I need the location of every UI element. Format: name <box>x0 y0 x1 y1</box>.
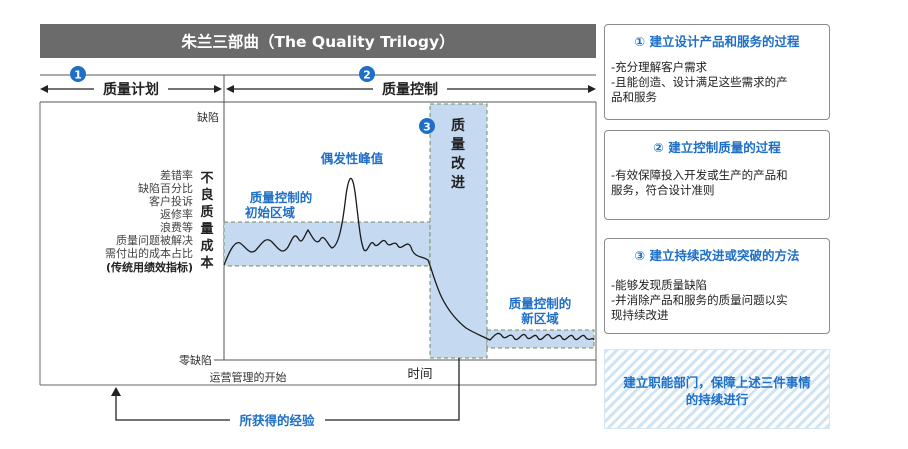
quality-cost-curve <box>223 177 595 341</box>
phase2-badge <box>359 66 375 82</box>
quality-improvement-column <box>429 103 488 359</box>
box-title: ① 建立设计产品和服务的过程 <box>634 34 800 49</box>
box-title: ③ 建立持续改进或突破的方法 <box>634 248 800 263</box>
phase1-badge <box>70 66 86 82</box>
spike-label: 偶发性峰值 <box>321 151 384 166</box>
box-line: -充分理解客户需求 <box>611 60 708 74</box>
indicator-item: 缺陷百分比 <box>138 181 193 195</box>
box-control-process: ② 建立控制质量的过程 -有效保障投入开发或生产的产品和 服务，符合设计准则 <box>604 130 830 220</box>
indicator-item: 需付出的成本占比 <box>105 246 193 260</box>
initial-control-zone <box>223 221 431 267</box>
box-line: 服务，符合设计准则 <box>611 183 715 197</box>
cost-char: 本 <box>200 255 213 271</box>
phase2-arrowhead-left <box>226 85 234 93</box>
box-line: -能够发现质量缺陷 <box>611 278 708 292</box>
box-line: -并消除产品和服务的质量问题以实 <box>611 293 788 307</box>
cost-char: 良 <box>200 187 213 203</box>
box-line: 现持续改进 <box>611 308 669 322</box>
improvement-char: 质 <box>451 117 465 134</box>
y-axis-zero-label: 零缺陷 <box>179 353 212 367</box>
indicator-item: 浪费等 <box>160 220 193 234</box>
box-title: ② 建立控制质量的过程 <box>653 140 781 155</box>
phase2-label-bg <box>373 80 447 98</box>
phase1-badge-num: 1 <box>74 69 82 82</box>
improvement-char: 进 <box>451 175 465 191</box>
phase1-label-bg <box>94 80 168 98</box>
title-text: 朱兰三部曲（The Quality Trilogy） <box>181 32 454 51</box>
experience-label: 所获得的经验 <box>239 413 315 428</box>
indicator-item: 客户投诉 <box>149 194 193 208</box>
note-line: 建立职能部门，保障上述三件事情 <box>623 375 811 390</box>
new-zone-label-2: 新区域 <box>521 311 559 326</box>
improvement-label-vertical: 质 量 改 进 <box>451 117 466 191</box>
initial-zone-label-1: 质量控制的 <box>250 190 313 205</box>
box-improvement-method: ③ 建立持续改进或突破的方法 -能够发现质量缺陷 -并消除产品和服务的质量问题以… <box>604 238 830 334</box>
phase1-label: 质量计划 <box>103 81 159 98</box>
indicator-item: 差错率 <box>160 168 193 182</box>
box-line: 品和服务 <box>611 90 657 104</box>
phase3-badge <box>419 118 435 134</box>
cost-char: 不 <box>200 171 213 186</box>
functional-department-note: 建立职能部门，保障上述三件事情 的持续进行 <box>604 349 830 429</box>
phase2-badge-num: 2 <box>363 69 371 82</box>
phase2-arrowhead-right <box>588 85 596 93</box>
cost-label-vertical: 不 良 质 量 成 本 <box>200 171 213 271</box>
x-axis-start-label: 运营管理的开始 <box>210 370 287 384</box>
cost-char: 质 <box>200 204 213 220</box>
x-axis-time-label: 时间 <box>407 366 432 381</box>
box-line: -有效保障投入开发或生产的产品和 <box>611 168 788 182</box>
box-design-process: ① 建立设计产品和服务的过程 -充分理解客户需求 -且能创造、设计满足这些需求的… <box>604 24 830 120</box>
experience-arrowhead <box>111 387 121 396</box>
indicator-list: 差错率 缺陷百分比 客户投诉 返修率 浪费等 质量问题被解决 需付出的成本占比 … <box>105 168 193 274</box>
cost-char: 量 <box>200 222 213 237</box>
box-line: -且能创造、设计满足这些需求的产 <box>611 75 788 89</box>
initial-zone-label-2: 初始区域 <box>245 205 296 220</box>
phase3-badge-num: 3 <box>423 121 431 134</box>
experience-feedback-line <box>325 358 460 421</box>
note-line: 的持续进行 <box>685 392 749 407</box>
title-bar <box>40 24 596 58</box>
new-zone-label-1: 质量控制的 <box>509 296 572 311</box>
improvement-char: 改 <box>451 155 466 172</box>
cost-char: 成 <box>200 238 213 254</box>
experience-feedback-line-left <box>115 393 230 421</box>
phase1-arrowhead-left <box>40 85 48 93</box>
indicator-item: 返修率 <box>160 207 193 221</box>
improvement-char: 量 <box>451 137 465 153</box>
indicator-item: 质量问题被解决 <box>116 233 193 247</box>
phase1-arrowhead-right <box>214 85 222 93</box>
phase2-label: 质量控制 <box>382 81 438 98</box>
y-axis-top-label: 缺陷 <box>197 110 219 124</box>
indicator-item-note: (传统用绩效指标) <box>106 260 193 274</box>
